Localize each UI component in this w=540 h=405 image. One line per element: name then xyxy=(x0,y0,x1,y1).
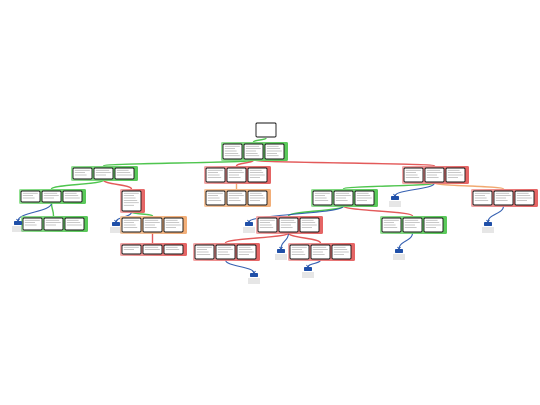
decision-node xyxy=(264,143,285,160)
node-group-g8 xyxy=(311,189,378,207)
terminal-marker xyxy=(484,222,492,226)
root-node xyxy=(255,122,277,138)
terminal-t6 xyxy=(275,249,287,260)
decision-node xyxy=(121,190,142,212)
node-group-g5 xyxy=(19,189,86,204)
terminal-t9 xyxy=(302,267,314,278)
edge-g16-t9 xyxy=(307,259,322,268)
terminal-marker xyxy=(14,221,22,225)
decision-node xyxy=(62,190,83,203)
node-group-g6 xyxy=(120,189,145,213)
decision-node xyxy=(64,217,85,231)
node-group-g10 xyxy=(21,216,88,232)
edge-g12-g15 xyxy=(224,232,290,244)
terminal-marker xyxy=(250,273,258,277)
terminal-marker xyxy=(391,196,399,200)
terminal-t3 xyxy=(243,222,255,233)
node-group-g7 xyxy=(204,189,271,207)
edge-g12-t6 xyxy=(280,232,290,250)
node-group-g13 xyxy=(380,216,447,234)
node-group-g3 xyxy=(204,166,271,184)
node-group-g12 xyxy=(256,216,323,234)
terminal-marker xyxy=(395,249,403,253)
decision-node xyxy=(72,167,93,180)
decision-node xyxy=(114,167,135,180)
node-group-g2 xyxy=(71,166,138,181)
edge-g8-g13 xyxy=(342,205,414,217)
edge-g5-g10 xyxy=(50,202,55,217)
decision-node xyxy=(20,190,41,203)
edge-g15-t8 xyxy=(224,259,255,274)
terminal-t7 xyxy=(393,249,405,260)
edge-g9-t5 xyxy=(487,205,505,223)
terminal-t5 xyxy=(482,222,494,233)
node-group-g4 xyxy=(402,166,469,184)
root-node-box xyxy=(255,122,277,138)
decision-node xyxy=(222,143,243,160)
node-groups xyxy=(19,122,538,261)
terminal-t4 xyxy=(389,196,401,207)
decision-node xyxy=(22,217,43,231)
edge-g2-g5 xyxy=(50,179,105,190)
node-group-g14 xyxy=(120,243,187,256)
terminal-marker xyxy=(304,267,312,271)
edge-g8-t3 xyxy=(248,205,345,223)
decision-node xyxy=(93,167,114,180)
node-group-g11 xyxy=(120,216,187,234)
node-group-g1 xyxy=(221,142,288,161)
decision-node xyxy=(41,190,62,203)
terminal-t1 xyxy=(12,221,24,232)
node-group-g15 xyxy=(193,243,260,261)
node-group-g16 xyxy=(288,243,355,261)
terminal-t2 xyxy=(110,222,122,233)
decision-node xyxy=(43,217,64,231)
decision-node xyxy=(243,143,264,160)
edge-g2-g6 xyxy=(102,179,133,190)
edge-g13-t7 xyxy=(398,232,414,250)
edge-g12-g16 xyxy=(287,232,322,244)
terminal-t8 xyxy=(248,273,260,284)
terminal-marker xyxy=(277,249,285,253)
terminal-marker xyxy=(245,222,253,226)
terminal-nodes xyxy=(12,196,494,284)
node-group-g9 xyxy=(471,189,538,207)
terminal-marker xyxy=(112,222,120,226)
edge-root-g1 xyxy=(252,137,267,143)
